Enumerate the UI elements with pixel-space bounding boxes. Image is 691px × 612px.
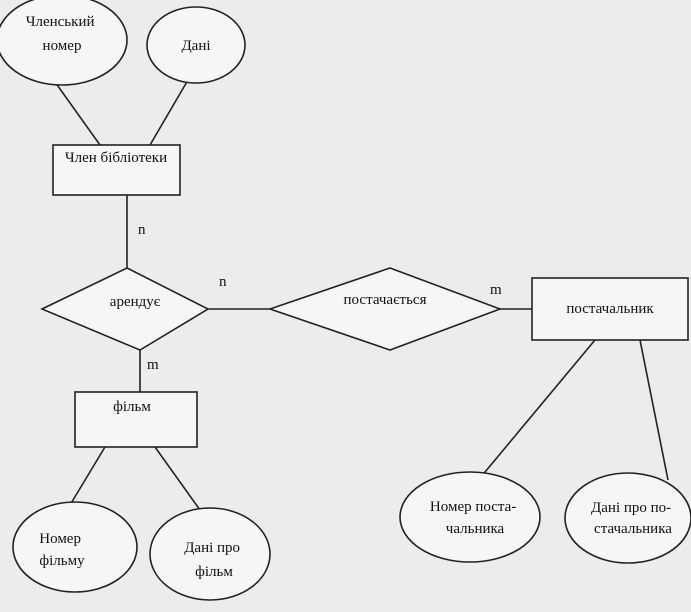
attribute-supplier-data-label: Дані про по- стачальника <box>591 500 675 537</box>
attribute-supplier-data-line1: Дані про по- <box>591 500 671 516</box>
attribute-member-data-line1: Дані <box>181 38 210 54</box>
link-film-number <box>69 446 106 506</box>
attribute-film-number-label: Номер фільму <box>39 531 85 569</box>
relationship-supplied-shape <box>267 267 503 351</box>
entity-member-shape <box>52 144 181 196</box>
attribute-member-number-line2: номер <box>43 38 82 54</box>
attribute-supplier-data-shape <box>564 472 691 564</box>
attribute-supplier-number: Номер поста- чальника <box>399 471 541 563</box>
attribute-supplier-number-label: Номер поста- чальника <box>430 499 520 537</box>
connectors <box>54 79 669 511</box>
entity-supplier: постачальник <box>531 277 689 341</box>
link-member-data <box>149 79 189 146</box>
entity-film: фільм <box>74 391 198 448</box>
cardinality-member-rents: n <box>138 222 146 238</box>
attribute-member-data-shape <box>146 6 246 84</box>
link-member-number <box>54 81 101 146</box>
attribute-film-number-line2: фільму <box>39 553 85 569</box>
attribute-supplier-data: Дані про по- стачальника <box>564 472 691 564</box>
cardinality-rents-film: m <box>147 357 159 373</box>
relationship-supplied: постачається <box>267 267 503 351</box>
cardinality-rents-supplied: n <box>219 274 227 290</box>
attribute-member-number: Членський номер <box>0 0 128 86</box>
attribute-film-data-label: Дані про фільм <box>184 540 244 580</box>
attribute-member-data-label: Дані <box>181 38 210 54</box>
link-supplier-data <box>639 339 669 481</box>
attribute-film-number-shape <box>12 501 138 593</box>
attribute-film-number-line1: Номер <box>39 531 81 547</box>
entity-supplier-shape <box>531 277 689 341</box>
attribute-member-number-line1: Членський <box>26 14 95 30</box>
cardinality-supplied-supplier: m <box>490 282 502 298</box>
attribute-film-number: Номер фільму <box>12 501 138 593</box>
cardinalities: n n m m <box>138 222 502 373</box>
relationship-rents-label: арендує <box>110 294 161 310</box>
attribute-supplier-number-line2: чальника <box>446 521 505 537</box>
attribute-member-data: Дані <box>146 6 246 84</box>
relationship-rents-shape <box>40 267 210 351</box>
link-film-data <box>154 446 201 511</box>
attribute-member-number-shape <box>0 0 128 86</box>
relationship-rents: арендує <box>40 267 210 351</box>
attribute-supplier-data-line2: стачальника <box>594 521 672 537</box>
relationship-supplied-label: постачається <box>344 292 427 308</box>
entity-film-shape <box>74 391 198 448</box>
attribute-member-number-label: Членський номер <box>26 14 99 54</box>
attribute-film-data-shape <box>149 507 271 601</box>
attribute-supplier-number-shape <box>399 471 541 563</box>
entity-member: Член бібліотеки <box>52 144 181 196</box>
entity-member-label: Член бібліотеки <box>65 150 167 166</box>
attribute-supplier-number-line1: Номер поста- <box>430 499 516 515</box>
link-supplier-number <box>479 339 596 479</box>
attribute-film-data: Дані про фільм <box>149 507 271 601</box>
attribute-film-data-line2: фільм <box>195 564 233 580</box>
entity-supplier-label: постачальник <box>566 301 654 317</box>
attribute-film-data-line1: Дані про <box>184 540 240 556</box>
entity-film-label: фільм <box>113 399 151 415</box>
